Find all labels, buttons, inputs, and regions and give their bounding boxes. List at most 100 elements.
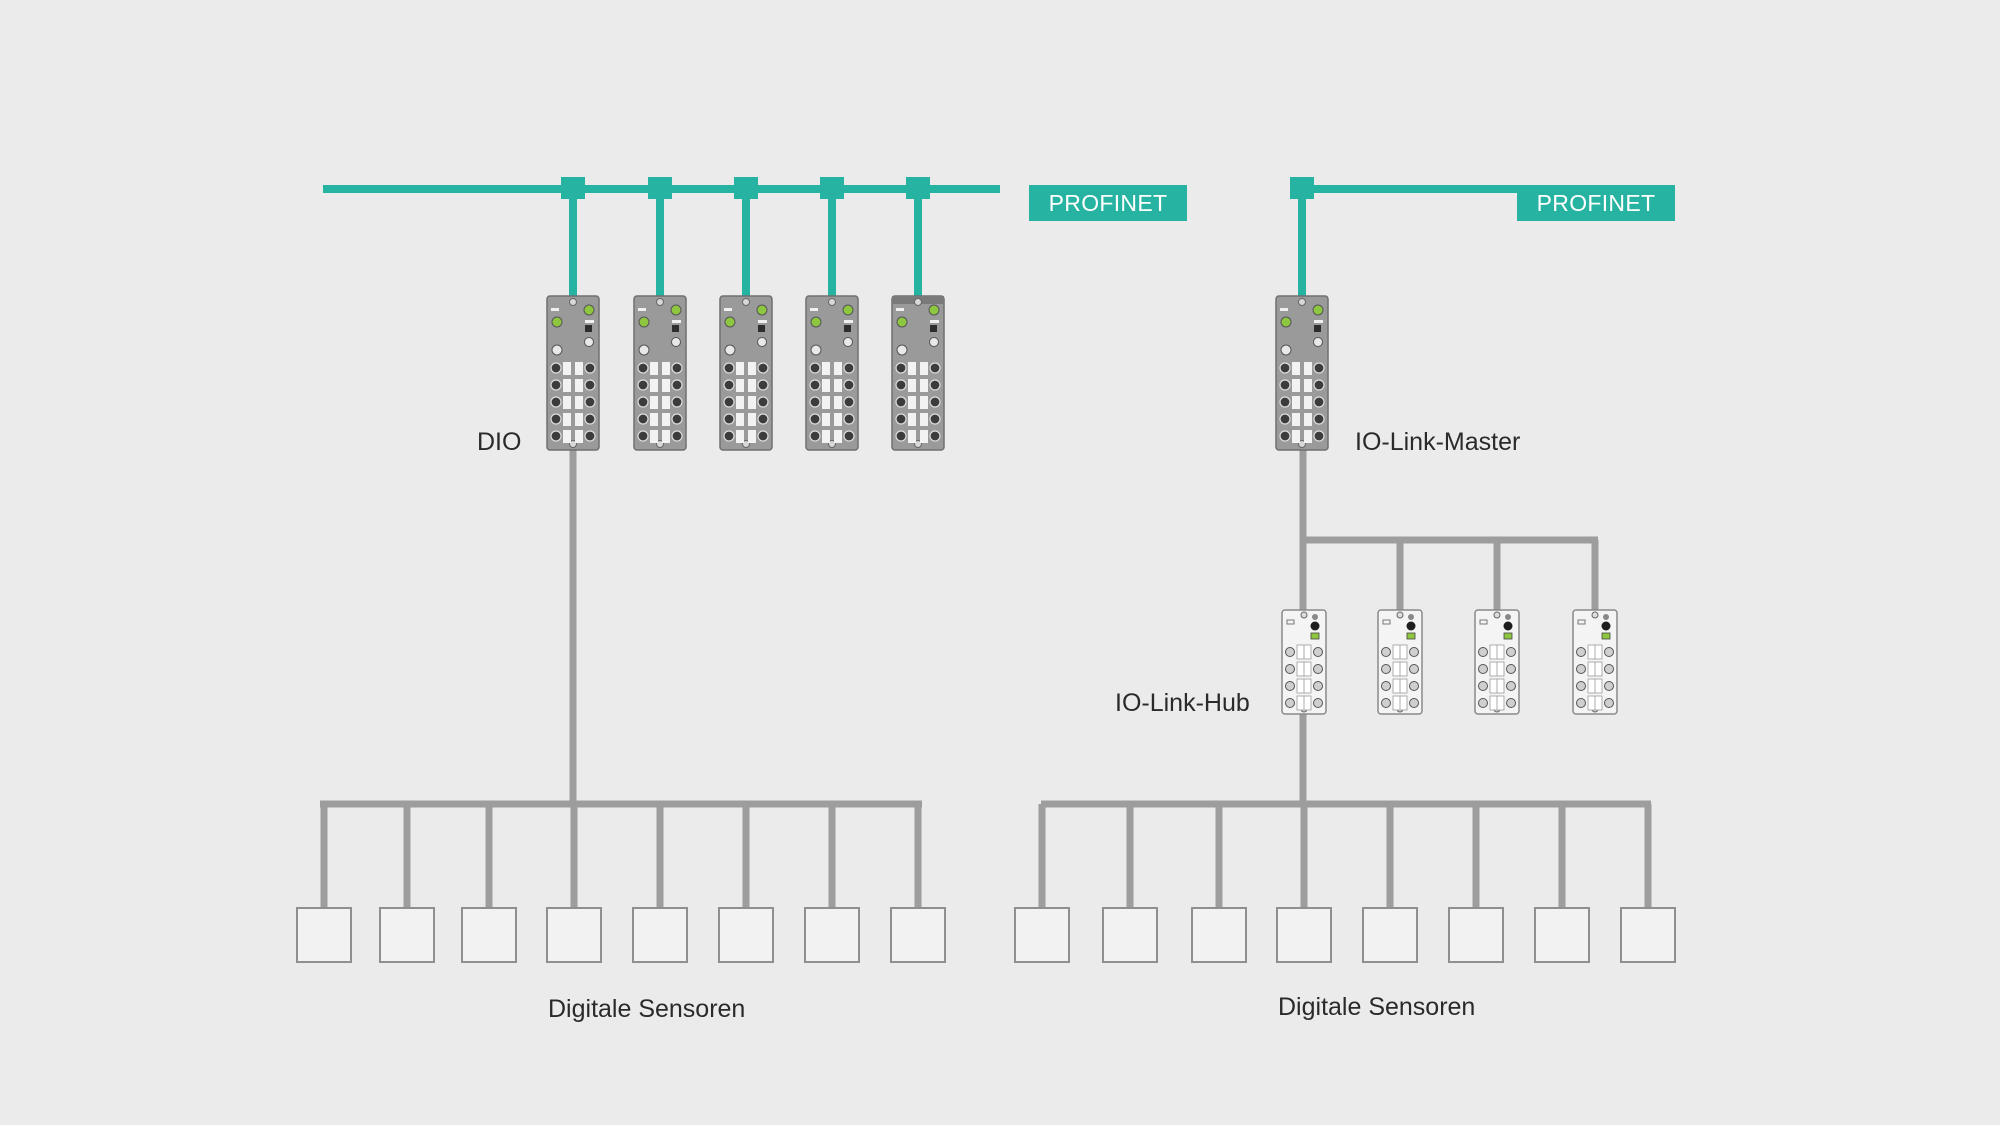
m12-port <box>1313 698 1323 708</box>
led-strip <box>908 396 916 409</box>
m12-port <box>1313 647 1323 657</box>
m12-port <box>671 362 683 374</box>
profinet-junction <box>648 177 672 199</box>
status-mark <box>758 320 767 323</box>
mount-hole <box>742 440 750 448</box>
status-led <box>1312 304 1324 316</box>
digital-sensor-box <box>1014 907 1070 963</box>
led-strip <box>575 430 583 443</box>
profinet-label-right: PROFINET <box>1517 185 1675 221</box>
led-strip <box>822 413 830 426</box>
status-led <box>670 304 682 316</box>
m12-port <box>757 396 769 408</box>
m12-port <box>550 362 562 374</box>
digital-sensor-box <box>1191 907 1247 963</box>
m12-port <box>584 396 596 408</box>
m12-port <box>1576 698 1586 708</box>
led-strip <box>834 396 842 409</box>
status-led <box>551 316 563 328</box>
digital-sensor-box <box>1620 907 1676 963</box>
dio-module <box>805 295 859 451</box>
status-mark <box>1577 619 1586 625</box>
status-mark <box>1280 308 1288 311</box>
m12-port <box>723 379 735 391</box>
module-housing <box>1275 295 1329 451</box>
led-strip <box>822 430 830 443</box>
led-strip <box>736 430 744 443</box>
led-strip <box>736 413 744 426</box>
m12-port <box>1285 681 1295 691</box>
status-mark <box>1314 320 1323 323</box>
module-housing <box>546 295 600 451</box>
led-strip <box>1304 396 1312 409</box>
m12-port <box>584 379 596 391</box>
led-strip <box>736 362 744 375</box>
m12-port <box>757 430 769 442</box>
port-power <box>584 337 594 347</box>
led-strip <box>662 413 670 426</box>
status-dot <box>1603 614 1609 620</box>
status-mark <box>638 308 646 311</box>
dio-module <box>546 295 600 451</box>
led-strip <box>1292 396 1300 409</box>
digital-sensor-box <box>718 907 774 963</box>
m12-port <box>757 379 769 391</box>
io-link-hub-module <box>1281 609 1327 715</box>
dio-module <box>719 295 773 451</box>
status-led <box>583 304 595 316</box>
m12-port <box>1381 647 1391 657</box>
led-strip <box>1304 362 1312 375</box>
profinet-junction <box>561 177 585 199</box>
m12-port <box>637 430 649 442</box>
m12-port <box>1506 681 1516 691</box>
dio-module <box>891 295 945 451</box>
led-strip <box>650 379 658 392</box>
port-x1 <box>1406 621 1416 631</box>
led-strip <box>1292 362 1300 375</box>
m12-port <box>809 379 821 391</box>
led-strip <box>1304 430 1312 443</box>
m12-port <box>1576 647 1586 657</box>
m12-port <box>1279 362 1291 374</box>
led-strip <box>834 362 842 375</box>
profinet-junction <box>906 177 930 199</box>
led-strip <box>662 430 670 443</box>
port-x1 <box>1503 621 1513 631</box>
digital-sensor-box <box>546 907 602 963</box>
m12-port <box>1478 664 1488 674</box>
m12-port <box>1478 647 1488 657</box>
m12-port <box>550 430 562 442</box>
mount-hole <box>828 298 836 306</box>
status-mark <box>585 320 594 323</box>
profinet-junction <box>820 177 844 199</box>
m12-port <box>1313 413 1325 425</box>
m12-port <box>843 413 855 425</box>
m12-port <box>1279 396 1291 408</box>
port-x1 <box>844 325 851 332</box>
led-strip <box>575 379 583 392</box>
m12-port <box>757 413 769 425</box>
m12-port <box>809 413 821 425</box>
status-led <box>896 316 908 328</box>
m12-port <box>1506 647 1516 657</box>
digital-sensors-label-left: Digitale Sensoren <box>548 995 746 1023</box>
m12-port <box>809 396 821 408</box>
m12-port <box>1313 664 1323 674</box>
mount-hole <box>656 298 664 306</box>
status-led <box>842 304 854 316</box>
digital-sensor-box <box>1448 907 1504 963</box>
port-x1 <box>1601 621 1611 631</box>
led-strip <box>1304 413 1312 426</box>
m12-port <box>1381 664 1391 674</box>
port-x1 <box>758 325 765 332</box>
status-mark <box>724 308 732 311</box>
m12-port <box>671 396 683 408</box>
mount-hole <box>914 298 922 306</box>
led-strip <box>822 362 830 375</box>
led-strip <box>1292 430 1300 443</box>
led-strip <box>908 362 916 375</box>
module-housing <box>633 295 687 451</box>
m12-port <box>929 396 941 408</box>
m12-port <box>1313 379 1325 391</box>
